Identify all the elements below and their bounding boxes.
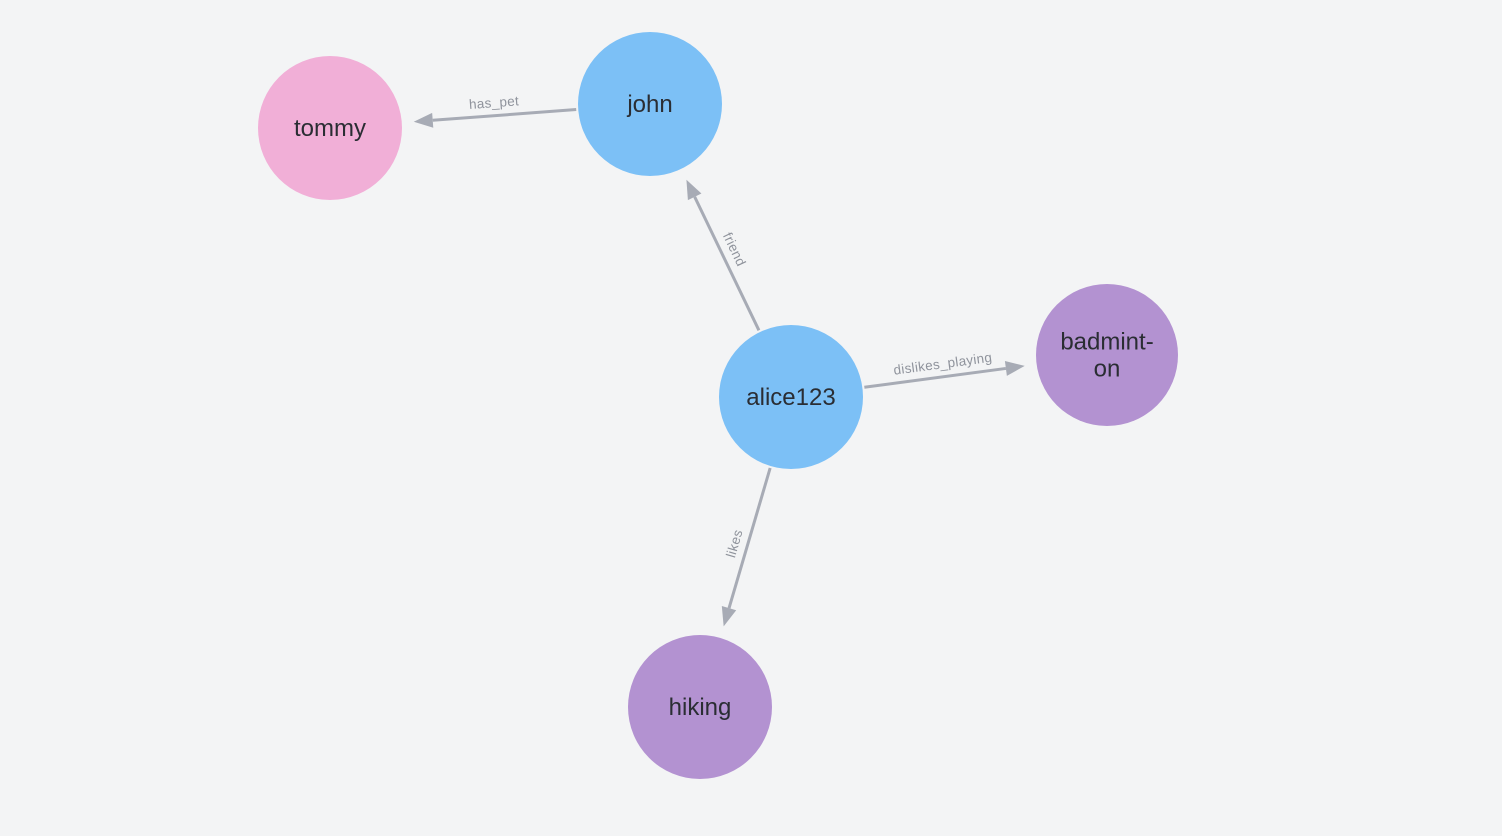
node-badminton[interactable]: badmint-on xyxy=(1036,284,1178,426)
node-circle[interactable] xyxy=(1036,284,1178,426)
edge-arrowhead-icon xyxy=(413,112,434,128)
edge-alice123-john: friend xyxy=(686,179,761,331)
node-circle[interactable] xyxy=(628,635,772,779)
node-circle[interactable] xyxy=(719,325,863,469)
edge-arrowhead-icon xyxy=(1004,361,1025,376)
node-hiking[interactable]: hiking xyxy=(628,635,772,779)
edge-label: has_pet xyxy=(468,93,519,112)
node-circle[interactable] xyxy=(578,32,722,176)
edge-line[interactable] xyxy=(432,108,577,122)
edge-line[interactable] xyxy=(864,366,1007,389)
node-john[interactable]: john xyxy=(578,32,722,176)
edge-line[interactable] xyxy=(693,196,761,331)
edge-arrowhead-icon xyxy=(721,606,737,627)
edge-arrowhead-icon xyxy=(686,179,702,201)
edge-label: likes xyxy=(723,528,745,560)
edge-alice123-badminton: dislikes_playing xyxy=(864,350,1025,389)
node-alice123[interactable]: alice123 xyxy=(719,325,863,469)
node-circle[interactable] xyxy=(258,56,402,200)
node-tommy[interactable]: tommy xyxy=(258,56,402,200)
edge-line[interactable] xyxy=(727,467,772,609)
edge-label: friend xyxy=(720,230,749,269)
edge-john-tommy: has_pet xyxy=(413,93,577,128)
edge-alice123-hiking: likes xyxy=(721,467,772,627)
